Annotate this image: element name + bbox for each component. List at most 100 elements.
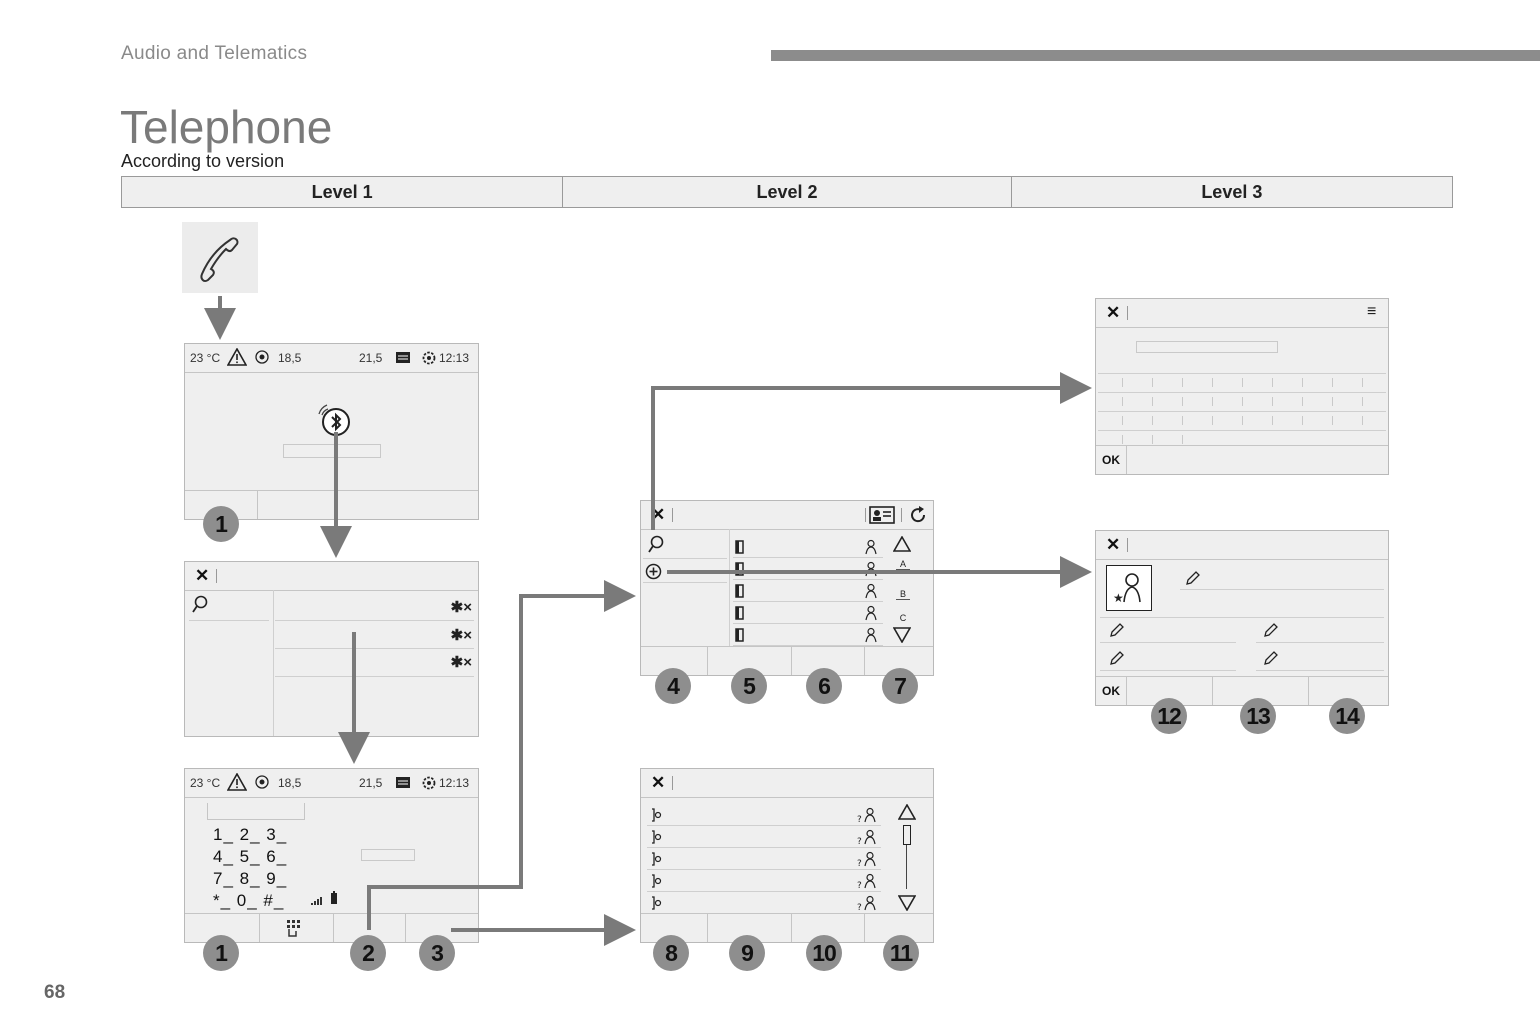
contact-row[interactable] xyxy=(733,603,883,624)
screen-contacts: ✕ A B C xyxy=(640,500,934,676)
keyboard-key[interactable] xyxy=(1152,378,1153,387)
keyboard-row[interactable] xyxy=(1098,373,1386,391)
keyboard-key[interactable] xyxy=(1122,416,1123,425)
keyboard-key[interactable] xyxy=(1212,378,1213,387)
keyboard-key[interactable] xyxy=(1122,378,1123,387)
search-icon[interactable] xyxy=(647,535,665,560)
screen-search-keyboard: ✕ ≡ OK xyxy=(1095,298,1389,475)
keyboard-key[interactable] xyxy=(1242,416,1243,425)
bluetooth-remove-icon[interactable]: ✱× xyxy=(451,626,472,644)
keyboard-key[interactable] xyxy=(1272,378,1273,387)
badge-5: 5 xyxy=(731,668,767,704)
section-title: Audio and Telematics xyxy=(121,43,307,65)
arrow-down-icon[interactable] xyxy=(893,627,911,648)
badge-10: 10 xyxy=(806,935,842,971)
keyboard-key[interactable] xyxy=(1332,416,1333,425)
call-log-row[interactable]: ? xyxy=(647,827,881,848)
call-log-row[interactable]: ? xyxy=(647,871,881,892)
alpha-index-b[interactable]: B xyxy=(896,589,910,600)
call-log-row[interactable]: ? xyxy=(647,805,881,826)
refresh-icon[interactable] xyxy=(908,505,928,530)
keyboard-key[interactable] xyxy=(1182,378,1183,387)
svg-text:?: ? xyxy=(857,815,862,823)
keyboard-key[interactable] xyxy=(1182,435,1183,444)
call-log-row[interactable]: ? xyxy=(647,893,881,914)
badge-8: 8 xyxy=(653,935,689,971)
level-3-header: Level 3 xyxy=(1012,177,1452,207)
close-icon[interactable]: ✕ xyxy=(1106,535,1120,555)
gear-icon xyxy=(421,775,437,794)
phone-book-icon xyxy=(735,628,745,642)
contact-row[interactable] xyxy=(733,625,883,646)
close-icon[interactable]: ✕ xyxy=(651,505,665,525)
keyboard-key[interactable] xyxy=(1122,435,1123,444)
keyboard-key[interactable] xyxy=(1272,397,1273,406)
keypad-icon[interactable] xyxy=(285,919,301,942)
keyboard-row[interactable] xyxy=(1098,411,1386,429)
contact-row[interactable] xyxy=(733,581,883,602)
contact-row[interactable] xyxy=(733,537,883,558)
keyboard-key[interactable] xyxy=(1152,397,1153,406)
menu-icon[interactable]: ≡ xyxy=(1367,303,1376,321)
scrollbar-track[interactable] xyxy=(906,845,907,889)
ok-button[interactable]: OK xyxy=(1102,453,1120,467)
keypad[interactable]: 1_ 2_ 3_ 4_ 5_ 6_ 7_ 8_ 9_ *_ 0_ #_ xyxy=(213,824,287,912)
keyboard-row[interactable] xyxy=(1098,392,1386,410)
alpha-index-a[interactable]: A xyxy=(896,559,910,570)
keyboard-key[interactable] xyxy=(1362,397,1363,406)
screen-header: ✕ ≡ xyxy=(1096,299,1388,328)
contact-icon xyxy=(865,627,877,643)
keyboard-key[interactable] xyxy=(1152,416,1153,425)
keyboard-key[interactable] xyxy=(1122,397,1123,406)
keyboard-key[interactable] xyxy=(1242,378,1243,387)
close-icon[interactable]: ✕ xyxy=(1106,303,1120,323)
ok-button[interactable]: OK xyxy=(1102,684,1120,698)
bluetooth-remove-icon[interactable]: ✱× xyxy=(451,598,472,616)
keyboard-key[interactable] xyxy=(1332,397,1333,406)
search-icon[interactable] xyxy=(191,595,209,620)
status-bar: 23 °C 18,5 21,5 12:13 xyxy=(185,769,478,798)
keyboard-key[interactable] xyxy=(1242,397,1243,406)
close-icon[interactable]: ✕ xyxy=(651,773,665,793)
call-log-icon xyxy=(649,830,663,844)
keyboard-key[interactable] xyxy=(1212,397,1213,406)
close-icon[interactable]: ✕ xyxy=(195,566,209,586)
contact-photo[interactable]: ★ xyxy=(1106,565,1152,611)
right-value: 21,5 xyxy=(359,776,382,790)
warning-icon xyxy=(227,348,247,369)
keyboard-key[interactable] xyxy=(1302,397,1303,406)
contact-row[interactable] xyxy=(733,559,883,580)
level-1-header: Level 1 xyxy=(122,177,563,207)
call-log-row[interactable]: ? xyxy=(647,849,881,870)
keyboard-key[interactable] xyxy=(1182,397,1183,406)
unknown-contact-icon: ? xyxy=(857,895,877,911)
search-input[interactable] xyxy=(1136,341,1278,353)
keypad-row[interactable]: 7_ 8_ 9_ xyxy=(213,868,287,890)
keyboard-key[interactable] xyxy=(1272,416,1273,425)
bluetooth-remove-icon[interactable]: ✱× xyxy=(451,653,472,671)
alpha-index-c[interactable]: C xyxy=(896,613,910,623)
arrow-up-icon[interactable] xyxy=(898,804,916,825)
number-display xyxy=(207,803,305,820)
scrollbar-thumb[interactable] xyxy=(903,825,911,845)
keyboard-key[interactable] xyxy=(1362,378,1363,387)
level-2-header: Level 2 xyxy=(563,177,1011,207)
phone-button[interactable] xyxy=(182,222,258,293)
keyboard-key[interactable] xyxy=(1182,416,1183,425)
pencil-icon[interactable] xyxy=(1108,651,1124,672)
keyboard-key[interactable] xyxy=(1152,435,1153,444)
keypad-row[interactable]: *_ 0_ #_ xyxy=(213,890,287,912)
keyboard-key[interactable] xyxy=(1212,416,1213,425)
keyboard-key[interactable] xyxy=(1302,416,1303,425)
keypad-row[interactable]: 1_ 2_ 3_ xyxy=(213,824,287,846)
pencil-icon[interactable] xyxy=(1262,651,1278,672)
keyboard-key[interactable] xyxy=(1362,416,1363,425)
pencil-icon[interactable] xyxy=(1108,623,1124,644)
keyboard-key[interactable] xyxy=(1302,378,1303,387)
pencil-icon[interactable] xyxy=(1262,623,1278,644)
contact-card-icon[interactable] xyxy=(869,506,895,529)
arrow-up-icon[interactable] xyxy=(893,536,911,557)
keyboard-key[interactable] xyxy=(1332,378,1333,387)
keypad-row[interactable]: 4_ 5_ 6_ xyxy=(213,846,287,868)
header-bar xyxy=(771,50,1540,61)
